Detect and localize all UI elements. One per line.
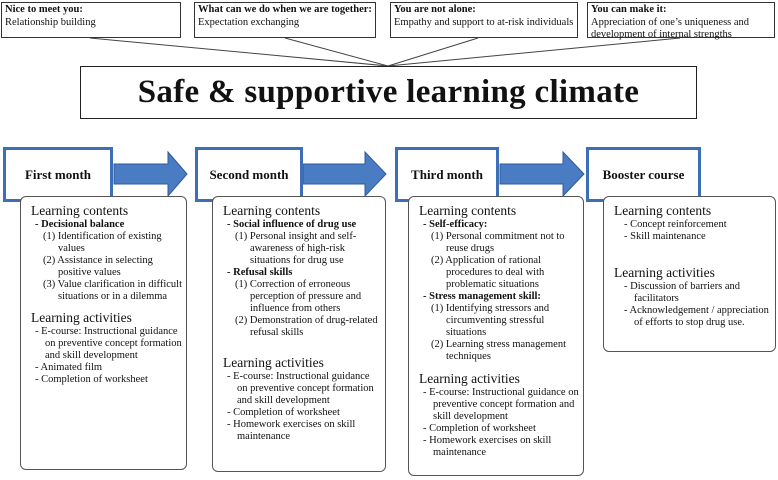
top-box-empathy: You are not alone: Empathy and support t… <box>390 2 578 38</box>
phase-first-month: First month <box>3 147 113 202</box>
top-box-expectation: What can we do when we are together: Exp… <box>194 2 376 38</box>
content-box-first-month: Learning contents Decisional balance (1)… <box>20 196 187 470</box>
main-title: Safe & supportive learning climate <box>137 74 640 110</box>
connector-line-2 <box>284 37 389 67</box>
top-box-relationship: Nice to meet you: Relationship building <box>1 2 181 38</box>
content-box-third-month: Learning contents Self-efficacy: (1) Per… <box>408 196 584 476</box>
main-title-box: Safe & supportive learning climate <box>80 66 697 119</box>
content-box-booster-course: Learning contents Concept reinforcement … <box>603 196 776 352</box>
arrow-2 <box>302 150 387 198</box>
connector-line-3 <box>387 37 479 67</box>
phase-third-month: Third month <box>395 147 499 202</box>
phase-booster-course: Booster course <box>586 147 701 202</box>
arrow-3 <box>499 150 585 198</box>
phase-second-month: Second month <box>195 147 303 202</box>
content-box-second-month: Learning contents Social influence of dr… <box>212 196 386 472</box>
connector-line-4 <box>387 37 681 67</box>
connector-line-1 <box>89 37 389 67</box>
arrow-1 <box>113 150 188 198</box>
top-box-uniqueness: You can make it: Appreciation of one’s u… <box>587 2 775 40</box>
